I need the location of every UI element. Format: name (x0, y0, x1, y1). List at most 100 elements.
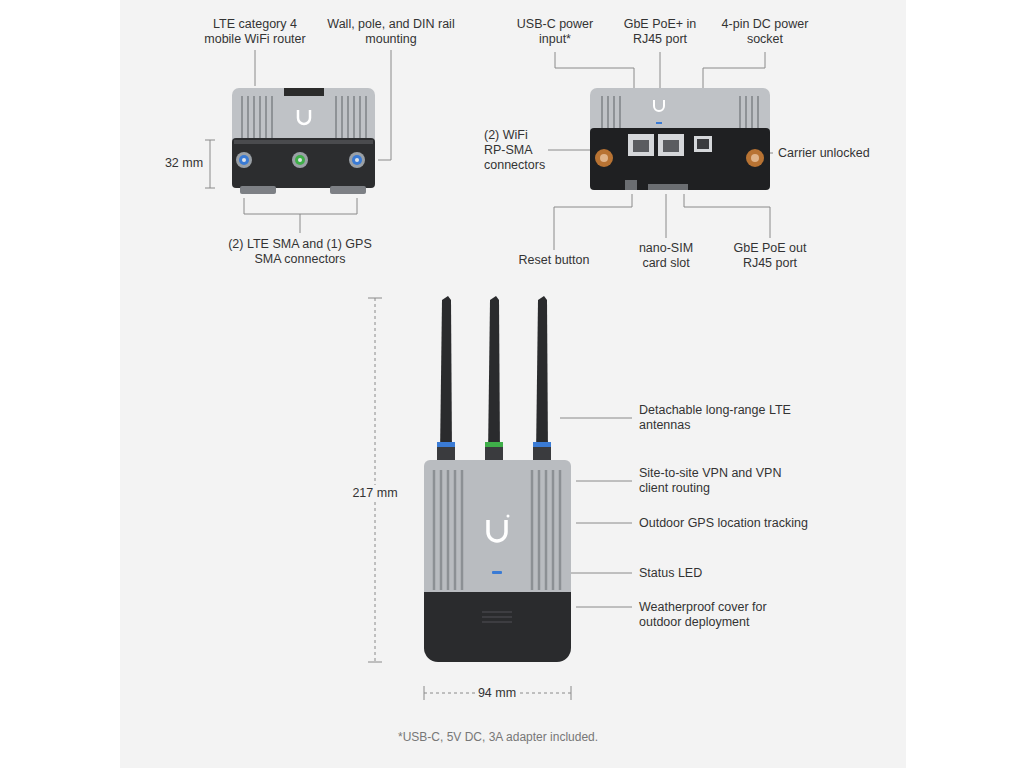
leader-lines (378, 50, 391, 160)
part-label: Carrier unlocked (778, 146, 888, 161)
part-label: GbE PoE+ in RJ45 port (612, 17, 708, 47)
router-back-view (600, 154, 608, 162)
router-front-view (259, 96, 261, 140)
dimension-label: 94 mm (472, 686, 522, 701)
router-back-view (751, 154, 759, 162)
router-back-view (757, 96, 759, 132)
router-back-view (654, 100, 664, 111)
router-front-view (240, 186, 276, 194)
router-back-view (590, 128, 770, 190)
router-back-view (751, 96, 753, 132)
router-front-view (292, 152, 308, 168)
leader-lines (368, 662, 382, 663)
router-with-antennas (559, 470, 562, 590)
router-with-antennas (424, 592, 571, 662)
router-front-view (265, 96, 267, 140)
router-front-view (242, 158, 246, 162)
part-label: Reset button (509, 253, 599, 268)
router-front-view (241, 96, 243, 140)
leader-lines (554, 194, 632, 250)
router-front-view (284, 88, 324, 96)
router-back-view (601, 96, 603, 132)
router-back-view (746, 149, 764, 167)
router-front-view (359, 96, 361, 140)
leader-lines (666, 194, 667, 238)
router-front-view (298, 158, 302, 162)
router-front-view (234, 140, 373, 144)
router-with-antennas (440, 296, 452, 455)
leader-lines (555, 52, 634, 92)
router-with-antennas (538, 470, 541, 590)
feature-label: Site-to-site VPN and VPN client routing (639, 466, 799, 496)
router-back-view (648, 184, 688, 190)
leader-lines (703, 52, 765, 92)
part-label: 4-pin DC power socket (710, 17, 820, 47)
part-label: (2) WiFi RP-SMA connectors (484, 128, 546, 173)
router-with-antennas (434, 470, 560, 590)
router-front-view (232, 88, 375, 194)
router-front-view (253, 96, 255, 140)
router-front-view (236, 152, 252, 168)
router-front-view (232, 138, 375, 188)
router-back-view (656, 122, 662, 124)
router-back-view (628, 134, 654, 156)
router-front-view (242, 96, 366, 140)
router-front-view (341, 96, 343, 140)
router-back-view (697, 139, 709, 149)
leader-lines (210, 140, 211, 188)
router-with-antennas (433, 470, 436, 590)
router-back-view (625, 180, 637, 190)
feature-label: Status LED (639, 566, 759, 581)
router-with-antennas (440, 470, 443, 590)
router-back-view (613, 96, 615, 132)
leader-lines (368, 298, 382, 299)
router-front-view (353, 96, 355, 140)
router-back-view (595, 149, 613, 167)
router-with-antennas (485, 442, 503, 447)
router-back-view (607, 96, 609, 132)
router-back-view (619, 96, 621, 132)
label-patch: 94 mm (475, 685, 519, 701)
router-with-antennas (533, 447, 551, 462)
router-back-view (694, 136, 712, 152)
router-with-antennas (536, 296, 548, 455)
leader-lines (571, 686, 572, 700)
router-back-view (590, 88, 770, 190)
router-front-view (355, 158, 359, 162)
router-with-antennas (485, 447, 503, 462)
router-with-antennas (488, 296, 500, 455)
router-front-view (295, 155, 305, 165)
router-front-view (349, 152, 365, 168)
router-with-antennas (482, 612, 512, 622)
part-label: LTE category 4 mobile WiFi router (199, 17, 311, 47)
part-label: nano-SIM card slot (626, 241, 706, 271)
leader-lines (244, 198, 357, 214)
router-back-view (658, 134, 684, 156)
router-with-antennas (447, 470, 450, 590)
leader-lines (255, 50, 256, 86)
router-with-antennas (531, 470, 534, 590)
router-front-view (239, 155, 249, 165)
leader-lines (576, 481, 632, 482)
router-with-antennas (507, 515, 510, 518)
leader-lines (205, 140, 215, 141)
router-with-antennas (437, 442, 455, 447)
router-with-antennas (552, 470, 555, 590)
router-front-view (247, 96, 249, 140)
dimension-label: 217 mm (348, 486, 402, 501)
part-label: (2) LTE SMA and (1) GPS SMA connectors (225, 237, 375, 267)
part-label: GbE PoE out RJ45 port (730, 241, 810, 271)
router-with-antennas (424, 296, 571, 662)
router-with-antennas (482, 611, 512, 613)
leader-lines (560, 418, 632, 419)
router-front-view (365, 96, 367, 140)
part-label: Wall, pole, and DIN rail mounting (316, 17, 466, 47)
feature-label: Detachable long-range LTE antennas (639, 403, 794, 433)
router-back-view (739, 96, 741, 132)
router-front-view (330, 186, 366, 194)
router-front-view (271, 96, 273, 140)
router-with-antennas (533, 442, 551, 447)
leader-lines (576, 607, 632, 608)
router-front-view (335, 96, 337, 140)
